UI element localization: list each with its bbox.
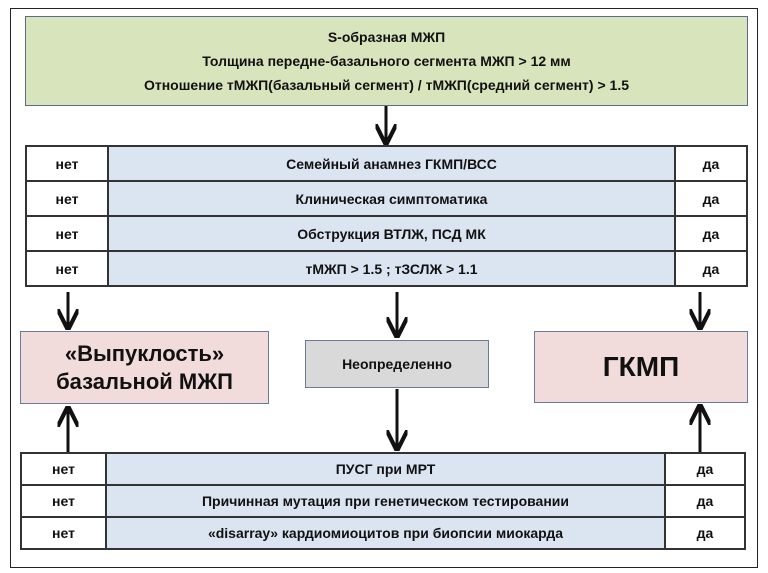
yes-cell: да xyxy=(664,516,746,550)
outer-frame xyxy=(10,8,758,568)
yes-cell: да xyxy=(674,215,748,252)
no-cell: нет xyxy=(20,484,107,518)
entry-line: Отношение тМЖП(базальный сегмент) / тМЖП… xyxy=(143,77,629,93)
outcome-line: «Выпуклость» xyxy=(64,340,225,366)
criterion-cell: тМЖП > 1.5 ; тЗСЛЖ > 1.1 xyxy=(107,250,676,287)
outcome-basal-bulge: «Выпуклость» базальной МЖП xyxy=(20,331,269,404)
criterion-cell: Семейный анамнез ГКМП/ВСС xyxy=(107,145,676,182)
no-cell: нет xyxy=(25,180,109,217)
criterion-cell: «disarray» кардиомиоцитов при биопсии ми… xyxy=(105,516,666,550)
entry-criteria-box: S-образная МЖП Толщина передне-базальног… xyxy=(25,16,748,106)
outcome-undetermined: Неопределенно xyxy=(305,340,489,388)
no-cell: нет xyxy=(25,145,109,182)
criterion-cell: Клиническая симптоматика xyxy=(107,180,676,217)
no-cell: нет xyxy=(25,215,109,252)
yes-cell: да xyxy=(664,452,746,486)
outcome-hcm: ГКМП xyxy=(534,331,748,403)
no-cell: нет xyxy=(20,516,107,550)
outcome-line: базальной МЖП xyxy=(56,368,233,394)
yes-cell: да xyxy=(674,180,748,217)
yes-cell: да xyxy=(674,250,748,287)
no-cell: нет xyxy=(25,250,109,287)
yes-cell: да xyxy=(664,484,746,518)
yes-cell: да xyxy=(674,145,748,182)
entry-line: Толщина передне-базального сегмента МЖП … xyxy=(202,53,571,69)
criterion-cell: ПУСГ при МРТ xyxy=(105,452,666,486)
table-row: нет«disarray» кардиомиоцитов при биопсии… xyxy=(20,516,746,550)
criterion-cell: Обструкция ВТЛЖ, ПСД МК xyxy=(107,215,676,252)
entry-line: S-образная МЖП xyxy=(327,29,446,45)
no-cell: нет xyxy=(20,452,107,486)
criterion-cell: Причинная мутация при генетическом тести… xyxy=(105,484,666,518)
